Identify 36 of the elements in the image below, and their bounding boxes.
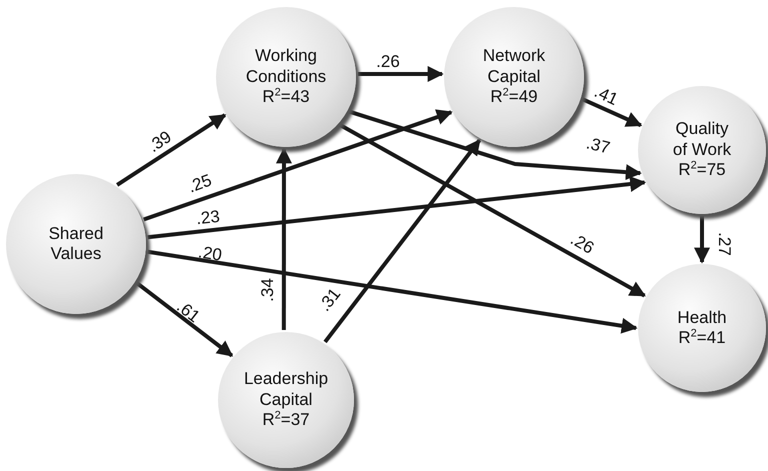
edge-label: .39 <box>144 127 176 157</box>
node-title: Working Conditions <box>244 46 328 88</box>
edge-label: .34 <box>258 278 278 302</box>
arrow <box>582 97 642 128</box>
edge-label: .25 <box>185 170 215 198</box>
node-circle <box>638 86 766 214</box>
arrow <box>338 123 646 298</box>
arrow <box>323 138 482 344</box>
arrow <box>135 281 234 358</box>
r-squared-value: R$^{2}$=49 <box>490 87 538 108</box>
node-title: Leadership Capital <box>242 369 330 410</box>
edge-label: .23 <box>195 206 221 230</box>
arrow <box>116 113 226 187</box>
edge-label: .20 <box>196 242 224 266</box>
arrow <box>143 109 453 222</box>
edge-label: .27 <box>714 232 734 256</box>
arrow <box>348 110 642 180</box>
arrow <box>147 250 638 334</box>
node-title: Shared Values <box>48 224 104 264</box>
edge-label: .31 <box>314 284 346 316</box>
arrow <box>276 147 292 330</box>
r-squared-value: R$^{2}$=75 <box>678 160 726 181</box>
r-squared-value: R$^{2}$=43 <box>262 87 310 108</box>
arrow <box>147 176 646 240</box>
node-title: Quality of Work <box>672 119 732 160</box>
node-title: Health <box>677 308 727 328</box>
arrow <box>358 66 444 82</box>
arrow <box>694 216 710 264</box>
node-title: Network Capital <box>482 46 546 88</box>
edge-label: .61 <box>172 296 204 328</box>
r-squared-value: R$^{2}$=41 <box>678 328 726 348</box>
edge-label: .37 <box>584 133 612 159</box>
edge-label: .26 <box>566 229 598 259</box>
edge-label: .41 <box>591 82 621 110</box>
r-squared-value: R$^{2}$=37 <box>262 410 310 431</box>
edge-label: .26 <box>376 52 400 72</box>
